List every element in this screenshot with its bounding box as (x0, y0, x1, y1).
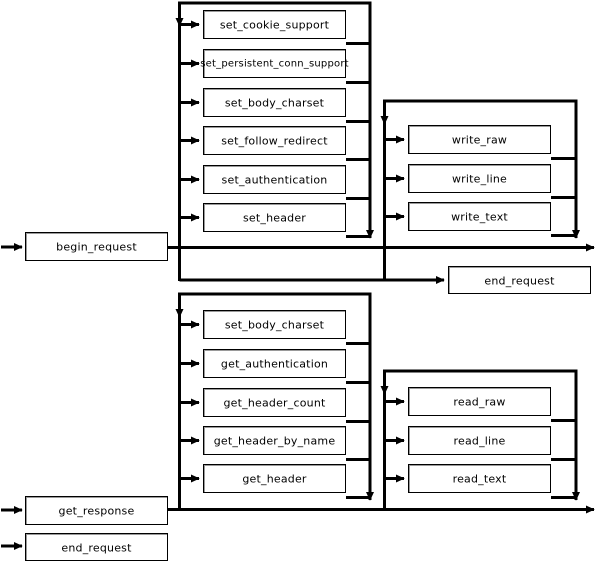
node-label: get_authentication (220, 357, 329, 371)
node-end-request-right[interactable]: end_request (448, 266, 591, 294)
node-label: set_authentication (221, 173, 328, 187)
node-read-text[interactable]: read_text (408, 464, 551, 493)
node-set-body-charset-2[interactable]: set_body_charset (203, 310, 346, 339)
node-label: set_persistent_conn_support (200, 58, 349, 69)
node-write-raw[interactable]: write_raw (408, 125, 551, 154)
node-label: get_header (242, 472, 307, 486)
node-end-request-bottom[interactable]: end_request (25, 533, 168, 561)
node-label: set_body_charset (224, 318, 325, 332)
node-set-follow-redirect[interactable]: set_follow_redirect (203, 126, 346, 155)
node-set-cookie-support[interactable]: set_cookie_support (203, 10, 346, 39)
node-label: write_raw (451, 133, 508, 147)
node-label: write_line (451, 172, 507, 186)
node-label: write_text (451, 210, 508, 224)
node-read-line[interactable]: read_line (408, 426, 551, 455)
node-label: begin_request (56, 240, 137, 254)
node-label: set_cookie_support (219, 18, 330, 32)
connector-lines (1, 1, 595, 551)
node-label: get_response (58, 504, 135, 518)
node-set-authentication[interactable]: set_authentication (203, 165, 346, 194)
node-label: read_text (452, 472, 507, 486)
node-write-line[interactable]: write_line (408, 164, 551, 193)
node-label: read_line (453, 434, 506, 448)
node-get-header-by-name[interactable]: get_header_by_name (203, 426, 346, 455)
node-get-response[interactable]: get_response (25, 496, 168, 525)
node-set-body-charset[interactable]: set_body_charset (203, 88, 346, 117)
node-label: set_body_charset (224, 96, 325, 110)
node-label: read_raw (453, 395, 506, 409)
node-get-authentication[interactable]: get_authentication (203, 349, 346, 378)
node-label: set_header (242, 211, 307, 225)
node-read-raw[interactable]: read_raw (408, 387, 551, 416)
node-label: get_header_count (223, 396, 326, 410)
node-label: end_request (61, 541, 132, 554)
node-label: get_header_by_name (213, 434, 336, 448)
node-write-text[interactable]: write_text (408, 202, 551, 231)
node-get-header[interactable]: get_header (203, 464, 346, 493)
node-get-header-count[interactable]: get_header_count (203, 388, 346, 417)
node-set-persistent-conn-support[interactable]: set_persistent_conn_support (200, 49, 349, 78)
node-label: end_request (484, 274, 555, 287)
node-begin-request[interactable]: begin_request (25, 232, 168, 261)
node-label: set_follow_redirect (221, 134, 328, 148)
node-set-header[interactable]: set_header (203, 203, 346, 232)
